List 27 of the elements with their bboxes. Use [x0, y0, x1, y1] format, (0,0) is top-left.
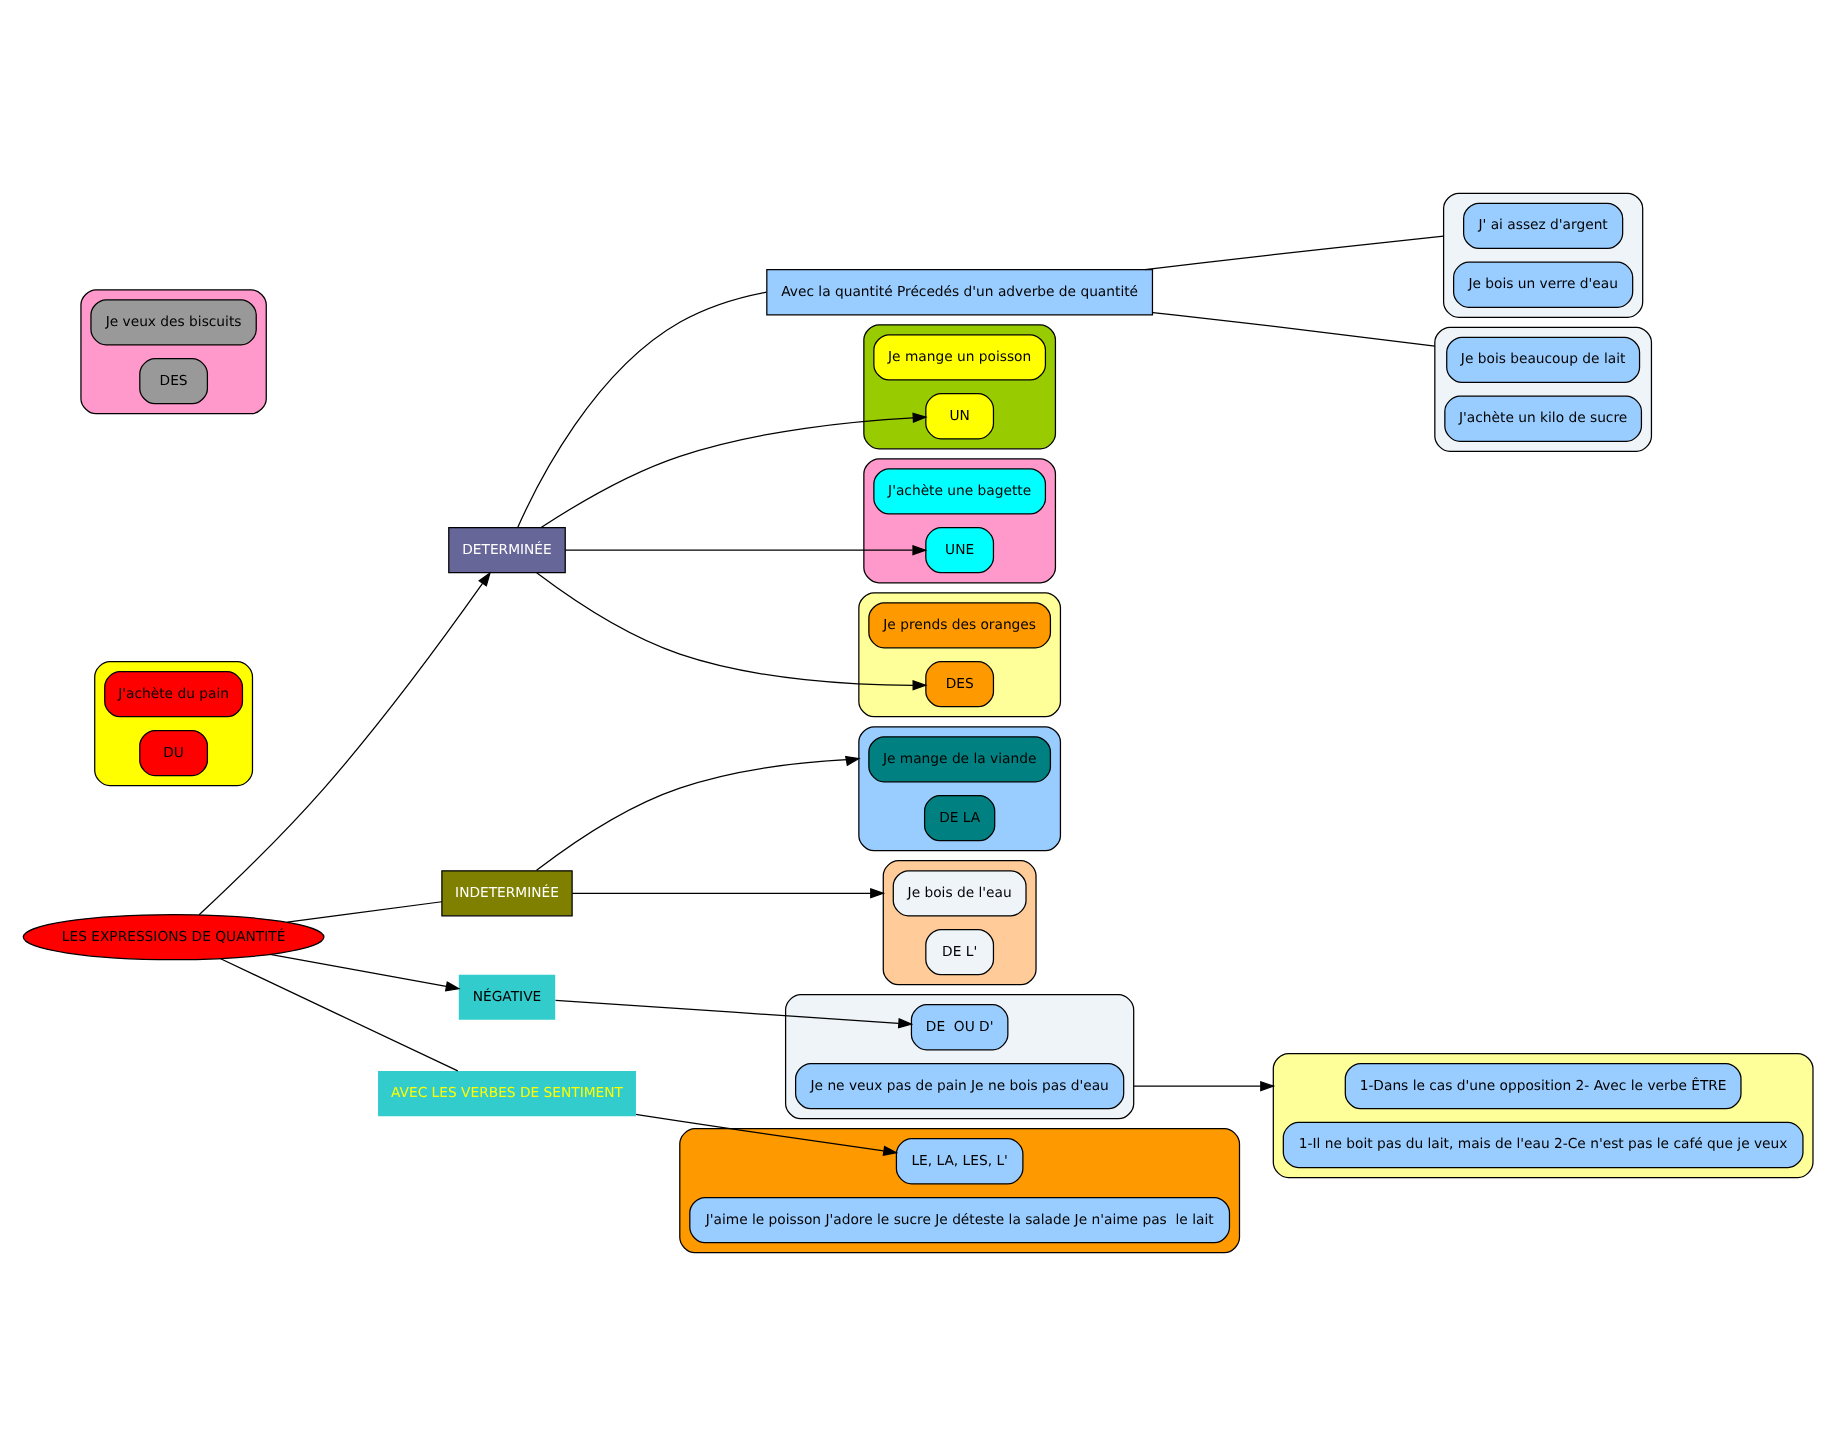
- arrow: [1132, 1079, 1275, 1091]
- arrow: [634, 1112, 898, 1155]
- cluster: [678, 1127, 1240, 1253]
- cluster: [881, 859, 1036, 985]
- cluster: [93, 660, 253, 786]
- cluster: [783, 993, 1134, 1119]
- cluster: [1441, 191, 1643, 317]
- arrow: [570, 887, 885, 898]
- cluster: [1433, 325, 1652, 451]
- cluster: [862, 457, 1056, 583]
- connector: [285, 900, 442, 922]
- cluster: [862, 323, 1056, 449]
- cluster: [857, 591, 1061, 717]
- connector: [1143, 234, 1444, 270]
- arrow: [535, 571, 927, 690]
- connector: [516, 290, 767, 528]
- arrow: [539, 411, 927, 528]
- arrow: [197, 570, 491, 915]
- connector: [218, 956, 458, 1071]
- arrow: [268, 952, 460, 991]
- arrow: [534, 754, 860, 870]
- cluster: [857, 725, 1061, 851]
- cluster: [79, 288, 266, 414]
- cluster: [1271, 1051, 1813, 1178]
- arrow: [553, 998, 913, 1028]
- arrow: [563, 543, 927, 555]
- connector: [1151, 310, 1435, 346]
